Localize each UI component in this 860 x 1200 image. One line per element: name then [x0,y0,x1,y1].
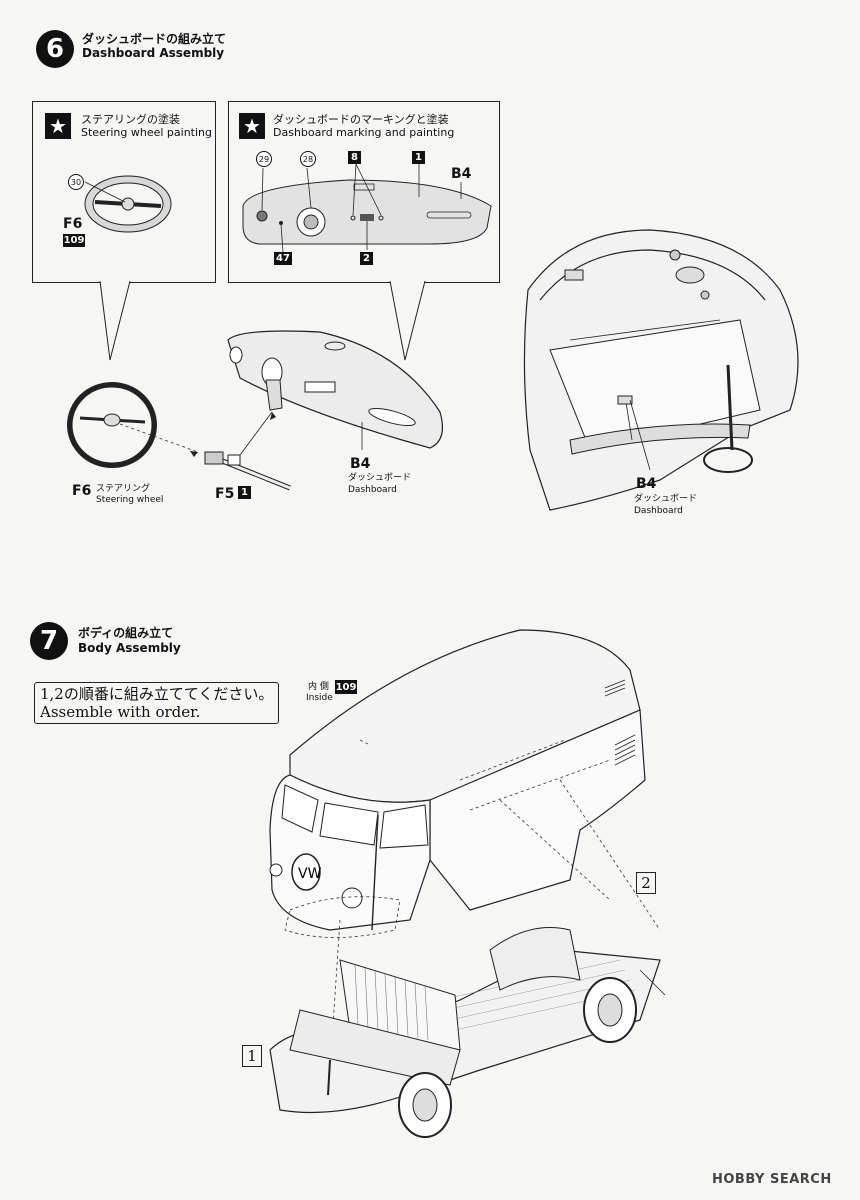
dashboard-label-ja: ダッシュボード [348,473,412,483]
van-body-drawing: VW [269,629,666,1138]
step-7-number: 7 [30,622,68,660]
steering-column-square: 1 [238,486,251,499]
dashboard-installed-label-en: Dashboard [634,506,683,516]
order-step-2-marker: 2 [636,872,656,894]
inside-label-en: Inside [306,693,333,703]
inside-label-ja: 内 側 [308,682,329,692]
assembly-order-ja: 1,2の順番に組み立ててください。 [40,685,274,703]
step-6-title-en: Dashboard Assembly [82,46,225,60]
steering-panel-title-ja: ステアリングの塗装 [81,113,180,126]
decal-square-1: 1 [412,151,425,164]
svg-text:VW: VW [298,866,322,882]
assembly-order-note: 1,2の順番に組み立ててください。 Assemble with order. [34,682,280,724]
decal-square-2: 2 [360,252,373,265]
steering-column-label: F5 [215,486,235,502]
watermark: HOBBY SEARCH [712,1172,832,1187]
star-icon: ★ [45,113,71,139]
steering-panel-title-en: Steering wheel painting [81,126,212,139]
decal-square-8: 8 [348,151,361,164]
step-7-title-en: Body Assembly [78,641,181,655]
color-circle-30: 30 [68,174,84,190]
color-square-47: 47 [274,252,292,265]
dashboard-installed-label: B4 [636,476,657,492]
order-step-1-marker: 1 [242,1045,262,1067]
callout-lines [67,280,443,491]
step-7-title-ja: ボディの組み立て [78,626,174,640]
dashboard-panel-title-ja: ダッシュボードのマーキングと塗装 [273,113,449,126]
dashboard-label: B4 [350,456,371,472]
steering-painting-panel: ★ ステアリングの塗装 Steering wheel painting 30 F… [32,101,216,283]
dashboard-installed-label-ja: ダッシュボード [634,494,698,504]
color-square-109: 109 [63,234,85,247]
steering-wheel-drawing [84,175,172,233]
steering-wheel-label-en: Steering wheel [96,495,164,505]
color-circle-29: 29 [256,151,272,167]
dashboard-label-en: Dashboard [348,485,397,495]
assembly-order-en: Assemble with order. [40,703,201,721]
step-6-title-ja: ダッシュボードの組み立て [82,32,227,46]
dashboard-marking-panel: ★ ダッシュボードのマーキングと塗装 Dashboard marking and… [228,101,500,283]
dashboard-panel-title-en: Dashboard marking and painting [273,126,455,139]
dashboard-panel-part-label: B4 [451,166,472,182]
cab-interior-drawing [523,229,799,511]
step-6-number: 6 [36,30,74,68]
inside-color-square: 109 [335,680,357,694]
steering-part-label: F6 [63,216,83,232]
steering-wheel-label-ja: ステアリング [96,484,151,494]
steering-wheel-label: F6 [72,483,92,499]
star-icon: ★ [239,113,265,139]
dashboard-top-drawing [242,163,492,253]
color-circle-28: 28 [300,151,316,167]
